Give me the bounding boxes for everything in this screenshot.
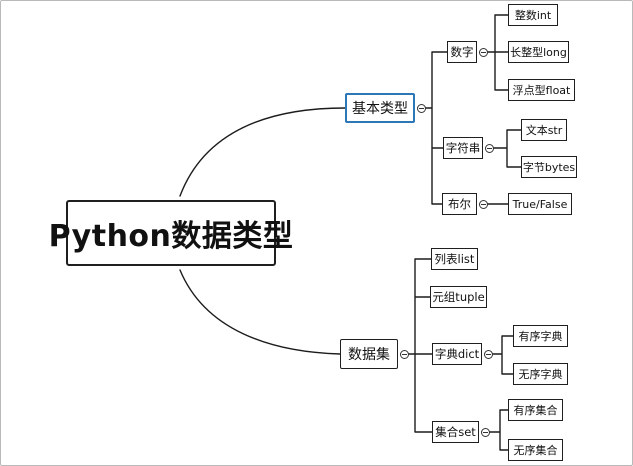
dict-label: 字典dict bbox=[434, 347, 480, 361]
dict-node[interactable]: 字典dict bbox=[432, 343, 482, 365]
int-label: 整数int bbox=[514, 9, 552, 22]
collapse-toggle-icon[interactable] bbox=[400, 350, 409, 359]
link-number-branch bbox=[483, 14, 509, 91]
root-node[interactable]: Python数据类型 bbox=[49, 200, 293, 266]
tuple-label: 元组tuple bbox=[432, 290, 485, 304]
collapse-toggle-icon[interactable] bbox=[417, 104, 426, 113]
float-label: 浮点型float bbox=[512, 84, 571, 97]
set-label: 集合set bbox=[435, 425, 476, 439]
string-label: 字符串 bbox=[445, 141, 481, 155]
list-node[interactable]: 列表list bbox=[431, 248, 478, 270]
collections-label: 数据集 bbox=[348, 347, 390, 363]
string-node[interactable]: 字符串 bbox=[443, 137, 483, 159]
number-label: 数字 bbox=[450, 45, 474, 59]
collapse-toggle-icon[interactable] bbox=[481, 428, 490, 437]
list-label: 列表list bbox=[434, 252, 475, 266]
link-string-branch bbox=[491, 129, 522, 168]
collapse-toggle-icon[interactable] bbox=[479, 48, 488, 57]
collapse-toggle-icon[interactable] bbox=[485, 144, 494, 153]
collapse-toggle-icon[interactable] bbox=[484, 350, 493, 359]
bool-node[interactable]: 布尔 bbox=[442, 193, 477, 215]
float-node[interactable]: 浮点型float bbox=[508, 79, 575, 101]
bytes-node[interactable]: 字节bytes bbox=[521, 156, 577, 178]
unordered-set-label: 无序集合 bbox=[513, 444, 558, 457]
link-root-basic bbox=[179, 107, 346, 197]
basic-types-label: 基本类型 bbox=[352, 101, 408, 117]
str-node[interactable]: 文本str bbox=[521, 119, 567, 141]
int-node[interactable]: 整数int bbox=[508, 4, 558, 26]
bytes-label: 字节bytes bbox=[522, 161, 576, 174]
set-node[interactable]: 集合set bbox=[432, 421, 479, 443]
link-collections-branch bbox=[402, 258, 433, 433]
unordered-set-node[interactable]: 无序集合 bbox=[508, 439, 563, 461]
long-label: 长整型long bbox=[510, 46, 567, 59]
ordered-dict-node[interactable]: 有序字典 bbox=[513, 325, 568, 347]
number-node[interactable]: 数字 bbox=[447, 41, 477, 63]
tuple-node[interactable]: 元组tuple bbox=[430, 286, 487, 308]
true-false-label: True/False bbox=[512, 197, 568, 211]
link-set-branch bbox=[486, 409, 509, 451]
ordered-dict-label: 有序字典 bbox=[518, 330, 563, 343]
true-false-node[interactable]: True/False bbox=[508, 193, 572, 215]
ordered-set-label: 有序集合 bbox=[513, 404, 558, 417]
long-node[interactable]: 长整型long bbox=[508, 41, 569, 63]
link-root-collections bbox=[179, 269, 341, 355]
unordered-dict-label: 无序字典 bbox=[518, 368, 563, 381]
collapse-toggle-icon[interactable] bbox=[479, 200, 488, 209]
link-dict-branch bbox=[489, 335, 514, 375]
unordered-dict-node[interactable]: 无序字典 bbox=[513, 363, 568, 385]
str-label: 文本str bbox=[525, 124, 563, 137]
collections-node[interactable]: 数据集 bbox=[340, 339, 398, 369]
link-basic-branch bbox=[421, 51, 448, 205]
root-label: Python数据类型 bbox=[48, 219, 294, 254]
bool-label: 布尔 bbox=[448, 197, 471, 211]
basic-types-node[interactable]: 基本类型 bbox=[345, 93, 415, 123]
ordered-set-node[interactable]: 有序集合 bbox=[508, 399, 563, 421]
